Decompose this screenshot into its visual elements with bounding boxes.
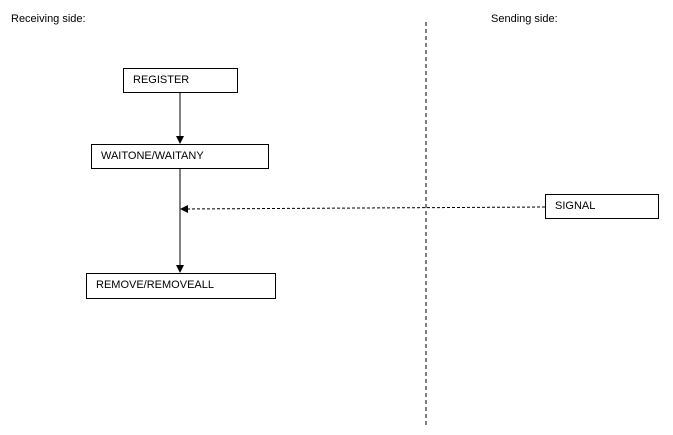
register-node: REGISTER (123, 68, 238, 93)
register-node-label: REGISTER (133, 74, 190, 86)
remove-node: REMOVE/REMOVEALL (86, 273, 276, 299)
signal-node: SIGNAL (545, 194, 659, 219)
wait-node-label: WAITONE/WAITANY (101, 150, 204, 162)
sending-side-label: Sending side: (491, 13, 558, 25)
signal-node-label: SIGNAL (555, 200, 596, 212)
remove-node-label: REMOVE/REMOVEALL (96, 279, 214, 291)
receiving-side-label: Receiving side: (11, 13, 86, 25)
wait-node: WAITONE/WAITANY (91, 144, 269, 169)
arrow-signal-to-wait (180, 204, 546, 213)
